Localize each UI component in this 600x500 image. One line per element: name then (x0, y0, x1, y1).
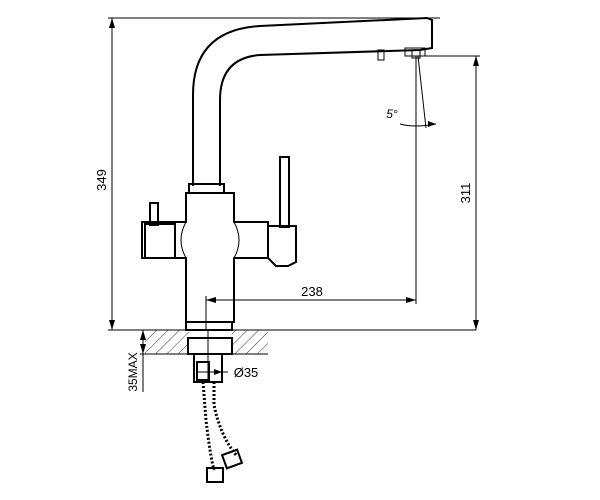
dim-spout-reach-arrow-right (406, 297, 416, 303)
dim-spout-angle-arrow (428, 121, 436, 127)
dim-mount-diameter-arrow (214, 369, 222, 375)
countertop (108, 329, 476, 355)
dim-spout-angle-label: 5° (386, 107, 398, 121)
right-handle-lever (279, 156, 290, 228)
dim-counter-thickness-arrow-top (140, 330, 146, 340)
dim-spout-height: 311 (412, 55, 480, 330)
dim-spout-reach-arrow-left (206, 297, 216, 303)
dim-counter-thickness-label: 35MAX (126, 352, 140, 391)
dim-counter-thickness: 35MAX (126, 330, 146, 392)
faucet-body-detail (180, 221, 240, 259)
mounting-plate (187, 337, 233, 355)
supply-hoses (196, 361, 244, 483)
spout (192, 16, 433, 186)
dim-spout-angle: 5° (386, 55, 437, 129)
right-handle-body (267, 225, 297, 267)
hose-fitting-left (206, 467, 224, 483)
dim-counter-thickness-arrow-bottom (140, 344, 146, 354)
faucet-base (185, 321, 233, 331)
countertop-left-hatch (145, 330, 189, 354)
dim-spout-height-arrow-top (473, 56, 479, 66)
dim-total-height: 349 (94, 17, 440, 330)
countertop-right-hatch (232, 330, 268, 354)
spout-collar (188, 183, 225, 194)
dim-spout-reach: 238 (205, 56, 417, 330)
hose-right (212, 382, 238, 456)
hose-fitting-right (220, 448, 244, 470)
hose-nut (196, 361, 210, 381)
left-handle-cap (144, 223, 176, 259)
dim-total-height-arrow-bottom (109, 320, 115, 330)
dim-spout-reach-label: 238 (301, 284, 323, 299)
dim-mount-diameter-label: Ø35 (234, 365, 259, 380)
dim-spout-height-arrow-bottom (473, 320, 479, 330)
dim-mount-diameter: Ø35 (196, 365, 258, 380)
dim-total-height-label: 349 (94, 169, 109, 191)
dim-spout-height-label: 311 (458, 183, 473, 204)
dim-total-height-arrow-top (109, 18, 115, 28)
hose-left (201, 381, 216, 471)
dim-spout-angle-line (417, 55, 427, 129)
faucet (141, 16, 433, 383)
